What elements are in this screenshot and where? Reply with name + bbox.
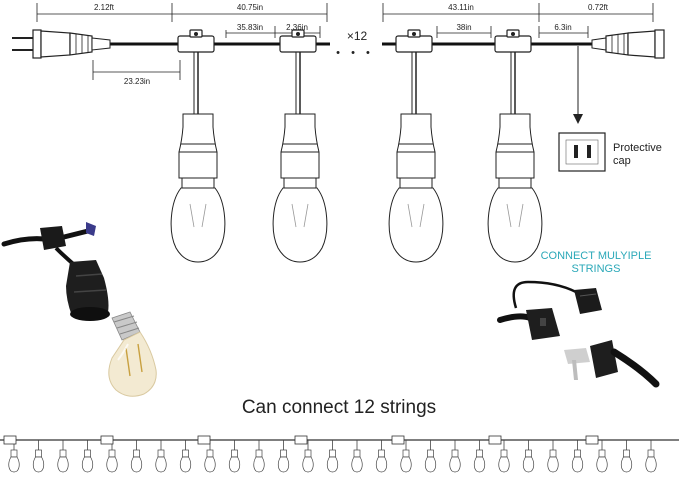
mini-bulb — [498, 439, 510, 473]
dim-plug-length: 2.12ft — [94, 3, 115, 12]
mini-bulb — [424, 439, 437, 473]
mini-bulb — [473, 439, 486, 473]
mini-bulb — [106, 439, 118, 473]
hanging-bulb-3 — [388, 51, 444, 263]
protective-cap-label-line2: cap — [613, 155, 631, 167]
protective-cap — [558, 132, 606, 172]
dim-end-gap: 6.3in — [554, 23, 571, 32]
hanging-bulb-2 — [272, 51, 328, 263]
mini-bulb — [81, 439, 94, 473]
cap-arrow — [573, 46, 583, 124]
dim-socket-width: 2.36in — [286, 23, 308, 32]
mini-bulb — [620, 439, 633, 473]
dim-bulb-spacing: 35.83in — [237, 23, 263, 32]
socket-1 — [177, 29, 215, 53]
mini-bulb — [228, 439, 241, 473]
male-plug — [12, 29, 111, 59]
dim-first-span: 40.75in — [237, 3, 263, 12]
mini-bulb — [449, 439, 461, 473]
dim-plug-to-socket: 23.23in — [124, 77, 150, 86]
mini-connector — [488, 435, 502, 445]
socket-bulb-photo — [1, 222, 157, 397]
connect-title-line2: STRINGS — [572, 263, 621, 275]
mini-bulb — [326, 439, 339, 473]
mini-bulb — [522, 439, 535, 473]
ellipsis: • • • — [336, 47, 374, 59]
mini-bulb — [547, 439, 559, 473]
linked-strings-illustration — [0, 435, 679, 473]
mini-bulb — [179, 439, 192, 473]
female-plug — [591, 29, 665, 59]
mini-bulb — [253, 439, 265, 473]
mini-connector — [197, 435, 211, 445]
dim-last-span: 43.11in — [448, 3, 474, 12]
mini-bulb — [375, 439, 388, 473]
mini-bulb — [645, 439, 657, 473]
mini-connector — [294, 435, 308, 445]
mini-bulb — [351, 439, 363, 473]
mini-bulb — [277, 439, 290, 473]
mini-bulb — [57, 439, 69, 473]
mini-bulb — [32, 439, 45, 473]
mini-bulb — [302, 439, 314, 473]
mini-bulb — [204, 439, 216, 473]
mini-connector — [585, 435, 599, 445]
mini-bulb — [8, 439, 20, 473]
caption: Can connect 12 strings — [242, 397, 436, 418]
mini-bulb — [130, 439, 143, 473]
connector-photo — [497, 280, 660, 388]
mini-connector — [391, 435, 405, 445]
hanging-bulb-1 — [170, 51, 226, 263]
socket-3 — [395, 29, 433, 53]
dim-socket-gap: 38in — [456, 23, 471, 32]
mini-bulb — [571, 439, 584, 473]
multiplier-label: ×12 — [347, 29, 368, 43]
dim-cap-length: 0.72ft — [588, 3, 609, 12]
protective-cap-label-line1: Protective — [613, 142, 662, 154]
mini-connector — [100, 435, 114, 445]
dimension-lines — [36, 3, 654, 80]
socket-4 — [494, 29, 532, 53]
connect-title-line1: CONNECT MULYIPLE — [541, 250, 652, 262]
mini-bulb — [596, 439, 608, 473]
hanging-bulb-4 — [487, 51, 543, 263]
mini-connector — [3, 435, 17, 445]
mini-bulb — [155, 439, 167, 473]
mini-bulb — [400, 439, 412, 473]
